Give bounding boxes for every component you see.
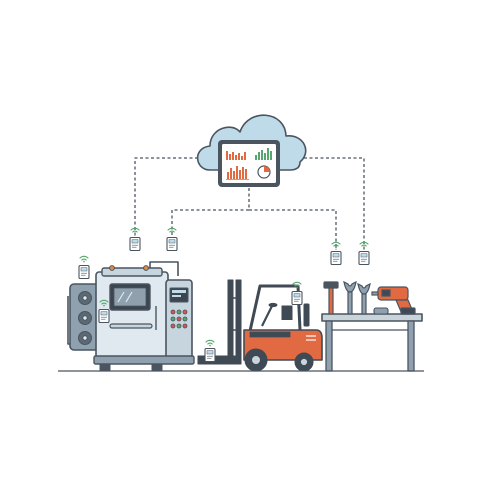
power-drill-icon [371,286,416,315]
forklift-forks [197,355,241,365]
workbench-leg [325,320,333,372]
workbench-icon [321,313,423,372]
control-panel-buttons [170,309,188,329]
wrench-icon [343,280,357,315]
forklift-mast [227,279,234,365]
hammer-icon [323,281,339,315]
machine-base [93,355,195,365]
workbench-top [321,313,423,322]
iot-sensor-icon [129,227,141,252]
machine-indicator-light [109,265,115,271]
cnc-machine-icon [67,261,195,371]
iot-sensor-icon [204,339,216,363]
dashboard-bar-chart-green [255,148,272,160]
wire-hub-left [171,209,249,236]
forklift-wheel [294,352,314,372]
iot-sensor-icon [166,227,178,252]
dashboard-bar-chart-lower [227,166,247,179]
gear-icon [78,291,92,345]
dashboard-pie-chart [257,165,271,179]
wire-cloud-right [304,157,365,250]
machine-handle [109,323,153,329]
dashboard-bar-chart-orange [226,151,246,160]
forklift-icon [197,279,323,372]
wrench-icon [357,282,371,315]
tablet-dashboard-icon [218,140,280,187]
workbench-leg [407,320,415,372]
machine-indicator-light [143,265,149,271]
tool-clamp-icon [373,307,389,315]
forklift-wheel [244,348,268,372]
iot-sensor-icon [358,241,370,266]
wire-hub-right [249,209,337,250]
wire-cloud-left [134,157,198,236]
machine-top-pipe [149,261,179,276]
forklift-cab-frame [246,284,302,341]
iot-sensor-icon [78,255,90,280]
network-lines [134,157,365,250]
